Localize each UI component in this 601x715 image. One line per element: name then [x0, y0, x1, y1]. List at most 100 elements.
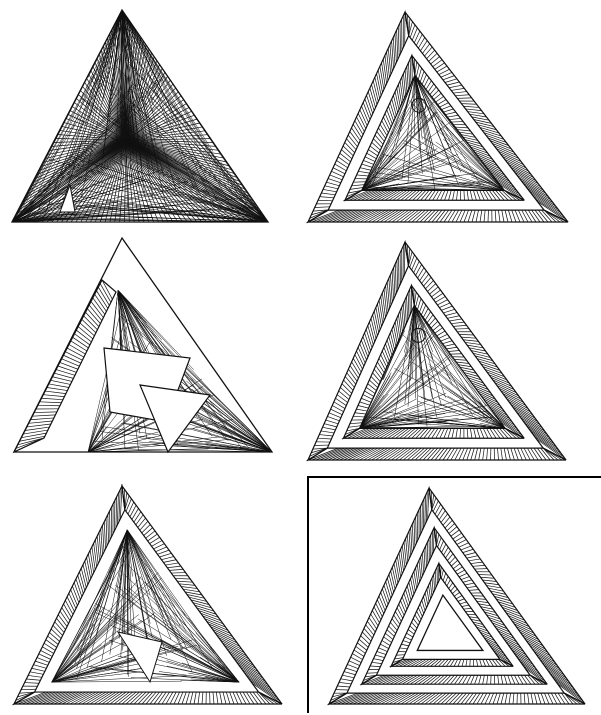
hatch-line	[387, 110, 393, 124]
hatch-line	[62, 608, 70, 621]
hatch-line	[463, 106, 479, 107]
hatch-line	[477, 601, 489, 602]
hatch-line	[493, 693, 497, 704]
hatch-line	[377, 131, 385, 141]
hatch-line	[202, 692, 203, 704]
hatch-line	[410, 626, 416, 631]
hatch-line	[524, 693, 525, 704]
hatch-line	[444, 109, 454, 112]
hatch-line	[465, 552, 476, 555]
hatch-line	[340, 387, 350, 396]
hatch-line	[459, 334, 473, 335]
hatch-line	[321, 431, 334, 433]
hatch-line	[463, 549, 473, 552]
hatch-line	[445, 190, 449, 200]
hatch-line	[360, 402, 370, 405]
hatch-line	[449, 319, 462, 321]
hatch-line	[30, 672, 43, 674]
outer-band-bottom	[14, 692, 282, 704]
hatch-line	[467, 556, 478, 558]
hatch-line	[392, 329, 396, 346]
hatch-line	[395, 92, 399, 110]
hatch-line	[508, 675, 511, 684]
hatch-line	[340, 153, 351, 162]
hatch-line	[435, 328, 443, 333]
hatch-line	[366, 625, 374, 635]
band-outline	[411, 286, 524, 439]
scribble-line	[360, 411, 487, 428]
hatch-line	[392, 567, 396, 586]
hatch-line	[507, 448, 510, 460]
hatch-line	[447, 316, 459, 319]
hatch-line	[397, 260, 398, 290]
hatch-line	[501, 693, 504, 704]
scribble-line	[52, 544, 125, 682]
hatch-line	[363, 160, 373, 164]
hatch-line	[369, 380, 377, 388]
hatch-line	[447, 82, 459, 85]
hatch-line	[67, 348, 84, 357]
hatch-line	[46, 640, 57, 648]
hatch-line	[375, 77, 380, 98]
hatch-line	[416, 517, 417, 544]
hatch-line	[220, 692, 222, 704]
hatch-line	[410, 59, 411, 84]
hatch-line	[429, 585, 431, 599]
hatch-line	[434, 574, 435, 590]
hatch-line	[393, 95, 397, 112]
hatch-line	[190, 692, 193, 704]
hatch-line	[456, 362, 469, 364]
hatch-line	[323, 189, 337, 191]
hatch-line	[386, 582, 391, 599]
hatch-line	[126, 499, 131, 512]
hatch-line	[83, 565, 88, 585]
hatch-line	[352, 185, 365, 186]
hatch-line	[222, 643, 246, 656]
hatch-line	[483, 675, 485, 684]
hatch-line	[481, 577, 495, 578]
hatch-line	[454, 592, 459, 596]
hatch-line	[442, 106, 451, 110]
hatch-line	[461, 337, 476, 338]
band-outline	[429, 488, 585, 704]
hatch-line	[483, 659, 486, 666]
hatch-line	[417, 299, 421, 310]
hatch-line	[362, 632, 371, 641]
hatch-line	[342, 675, 354, 678]
hatch-line	[390, 333, 394, 350]
hatch-line	[345, 693, 371, 704]
hatch-line	[364, 628, 372, 638]
hatch-line	[32, 668, 45, 671]
hatch-line	[479, 675, 481, 684]
hatch-line	[390, 275, 392, 303]
hatch-line	[458, 659, 461, 666]
hatch-line	[505, 693, 507, 704]
hatch-line	[72, 586, 78, 603]
hatch-line	[382, 121, 389, 133]
hatch-line	[555, 693, 561, 704]
hatch-line	[28, 675, 42, 677]
hatch-line	[375, 655, 384, 658]
hatch-line	[475, 675, 478, 684]
hatch-line	[459, 543, 469, 547]
hatch-line	[358, 113, 366, 128]
hatch-line	[373, 81, 378, 102]
hatch-line	[366, 329, 372, 348]
hatch-line	[467, 586, 477, 587]
hatch-line	[449, 190, 452, 200]
hatch-line	[65, 352, 82, 360]
hatch-line	[130, 505, 136, 517]
spiral-band-3-bottom	[391, 659, 513, 666]
hatch-line	[443, 448, 451, 460]
scribble-line	[423, 102, 504, 190]
hatch-line	[384, 428, 400, 438]
hatch-line	[467, 190, 468, 200]
hatch-line	[374, 369, 381, 379]
hatch-line	[64, 604, 72, 618]
hatch-line	[556, 681, 583, 701]
hatch-line	[464, 190, 465, 200]
hatch-line	[462, 659, 464, 666]
hatch-line	[394, 615, 400, 624]
hatch-line	[460, 602, 467, 604]
